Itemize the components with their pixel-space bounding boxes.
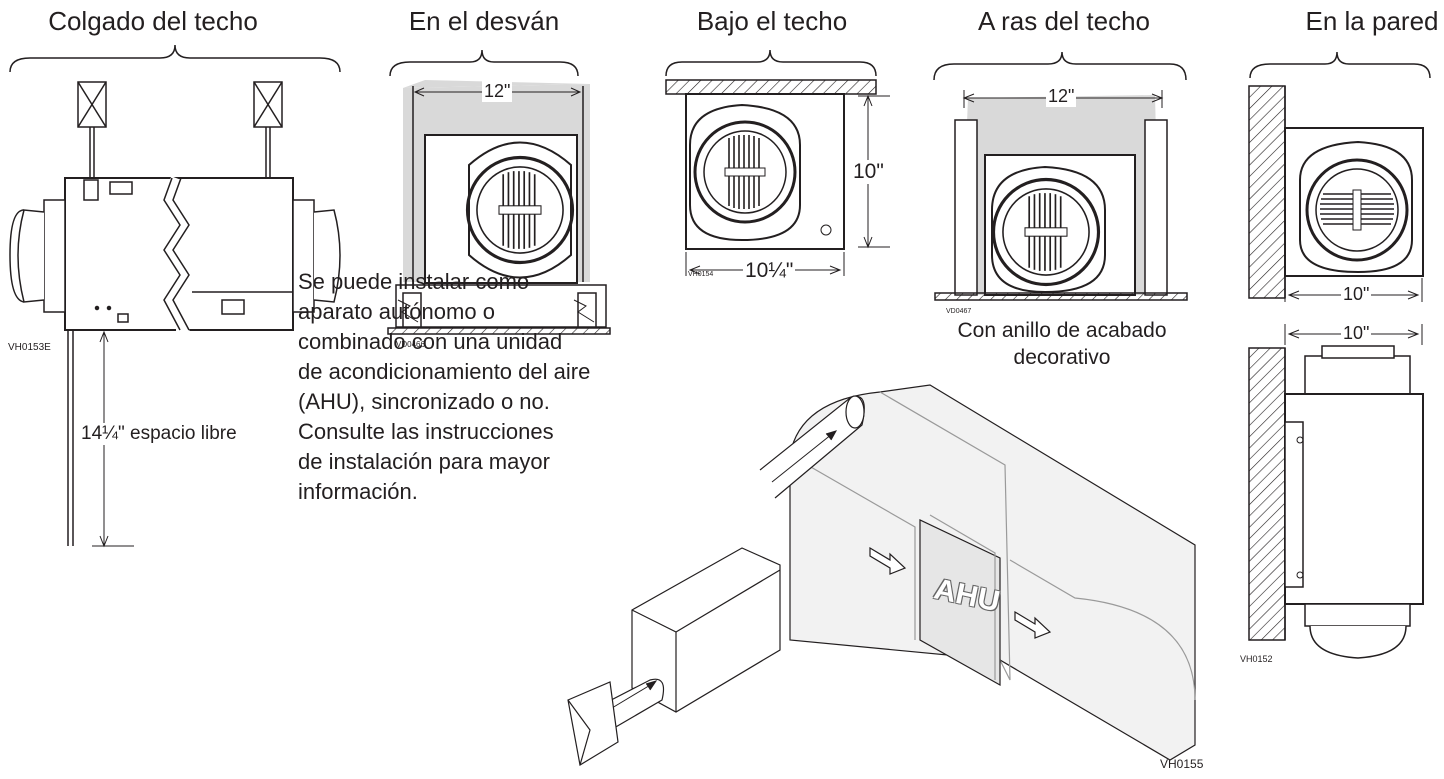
heading-hanging: Colgado del techo: [48, 6, 258, 36]
heading-wall: En la pared: [1305, 6, 1439, 36]
installation-note: Se puede instalar como aparato autónomo …: [298, 267, 598, 507]
code-wall: VH0152: [1240, 654, 1273, 664]
note-line-7: de instalación para mayor: [298, 449, 550, 474]
under-ceiling-unit-drawing: [665, 79, 890, 276]
heading-under-ceiling: Bajo el techo: [696, 6, 848, 36]
heading-attic: En el desván: [408, 6, 560, 36]
dim-flush-width: 12": [1046, 86, 1077, 107]
dim-wall-width-bottom: 10": [1341, 323, 1372, 344]
flush-caption-line-1: Con anillo de acabado: [957, 319, 1167, 342]
note-line-1: Se puede instalar como: [298, 269, 530, 294]
code-attic: VD0466: [396, 340, 425, 349]
flush-caption: Con anillo de acabado decorativo: [940, 317, 1184, 371]
heading-flush: A ras del techo: [978, 6, 1150, 36]
note-line-2: aparato autónomo o: [298, 299, 495, 324]
note-line-6: Consulte las instrucciones: [298, 419, 554, 444]
dim-attic-width: 12": [482, 81, 513, 102]
note-line-4: de acondicionamiento del aire: [298, 359, 591, 384]
dim-hanging-clearance: 14¼" espacio libre: [81, 423, 237, 445]
dim-under-ceiling-width: 10¼": [743, 259, 796, 283]
flush-caption-line-2: decorativo: [1013, 346, 1111, 369]
wall-unit-drawing: [1248, 85, 1424, 659]
code-under-ceiling: VH0154: [688, 271, 714, 278]
ahu-duct-drawing: [567, 384, 1196, 766]
note-line-5: (AHU), sincronizado o no.: [298, 389, 550, 414]
code-ahu: VH0155: [1160, 757, 1204, 771]
code-flush: VD0467: [946, 308, 972, 315]
code-hanging: VH0153E: [8, 342, 51, 353]
hanging-unit-drawing: [9, 81, 341, 548]
flush-unit-drawing: [934, 90, 1188, 301]
attic-unit-drawing: [387, 80, 611, 335]
note-line-3: combinado con una unidad: [298, 329, 563, 354]
dim-under-ceiling-height: 10": [851, 160, 886, 184]
dim-wall-width-top: 10": [1341, 284, 1372, 305]
note-line-8: información.: [298, 479, 418, 504]
heading-braces: [9, 44, 1431, 81]
